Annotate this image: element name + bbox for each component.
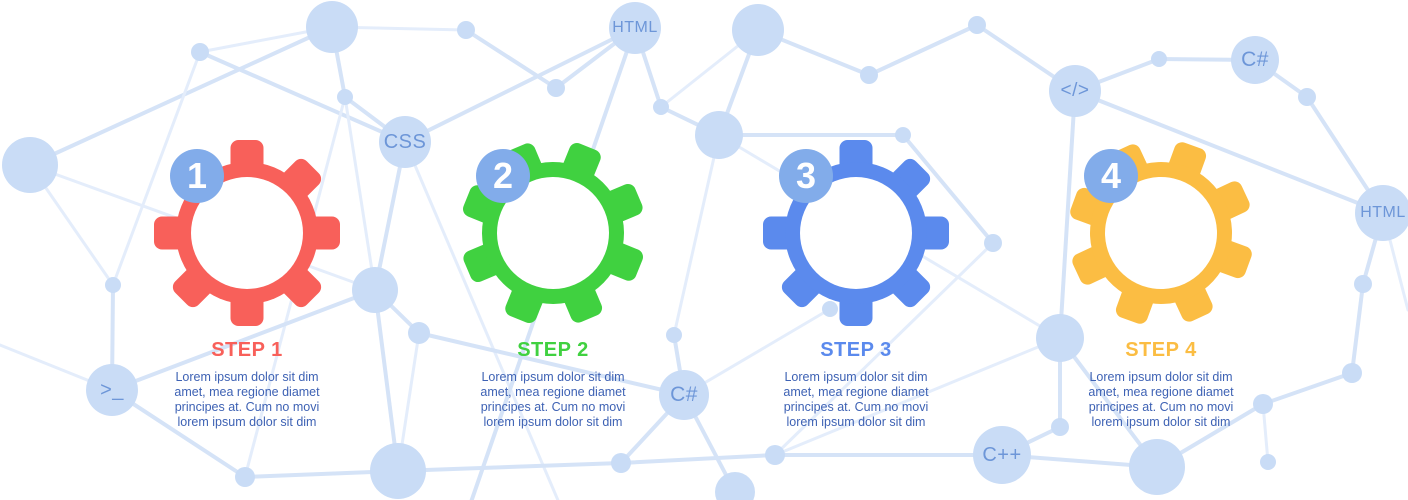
step-4-graphic: 4 bbox=[1031, 133, 1291, 331]
step-number-badge: 3 bbox=[779, 149, 833, 203]
node-label: CSS bbox=[383, 130, 427, 153]
step-number: 3 bbox=[795, 155, 817, 196]
node-html-top: HTML bbox=[609, 2, 661, 54]
step-description: Lorem ipsum dolor sit dim amet, mea regi… bbox=[480, 370, 626, 429]
step-title: STEP 3 bbox=[820, 339, 892, 361]
step-2-graphic: 2 bbox=[423, 133, 683, 331]
step-3-graphic: 3 bbox=[726, 133, 986, 331]
step-block-1: 1 STEP 1 Lorem ipsum dolor sit dim amet,… bbox=[117, 133, 377, 430]
step-number: 2 bbox=[492, 155, 514, 196]
node-label: HTML bbox=[1360, 204, 1406, 221]
node-label: >_ bbox=[100, 378, 124, 401]
step-number: 4 bbox=[1100, 155, 1122, 196]
node-label: C# bbox=[1241, 48, 1269, 71]
step-title: STEP 4 bbox=[1125, 339, 1197, 361]
node-code-tag: </> bbox=[1049, 65, 1101, 117]
step-1-graphic: 1 bbox=[117, 133, 377, 331]
step-block-4: 4 STEP 4 Lorem ipsum dolor sit dim amet,… bbox=[1031, 133, 1291, 430]
node-terminal: >_ bbox=[86, 364, 138, 416]
step-title: STEP 1 bbox=[211, 339, 283, 361]
node-csharp-top: C# bbox=[1231, 36, 1279, 84]
step-number-badge: 2 bbox=[476, 149, 530, 203]
node-html-right: HTML bbox=[1355, 185, 1408, 241]
node-label: HTML bbox=[612, 19, 658, 36]
node-label: C# bbox=[670, 383, 698, 406]
step-block-3: 3 STEP 3 Lorem ipsum dolor sit dim amet,… bbox=[726, 133, 986, 430]
step-description: Lorem ipsum dolor sit dim amet, mea regi… bbox=[174, 370, 320, 429]
node-label: </> bbox=[1060, 80, 1090, 101]
node-csharp-mid: C# bbox=[659, 370, 709, 420]
node-label: C++ bbox=[982, 443, 1022, 466]
step-title: STEP 2 bbox=[517, 339, 589, 361]
step-description: Lorem ipsum dolor sit dim amet, mea regi… bbox=[783, 370, 929, 429]
step-number: 1 bbox=[186, 155, 208, 196]
step-number-badge: 4 bbox=[1084, 149, 1138, 203]
step-description: Lorem ipsum dolor sit dim amet, mea regi… bbox=[1088, 370, 1234, 429]
step-number-badge: 1 bbox=[170, 149, 224, 203]
node-css: CSS bbox=[379, 116, 431, 168]
node-cpp: C++ bbox=[973, 426, 1031, 484]
mesh-nodes bbox=[2, 1, 1372, 500]
step-block-2: 2 STEP 2 Lorem ipsum dolor sit dim amet,… bbox=[423, 133, 683, 430]
